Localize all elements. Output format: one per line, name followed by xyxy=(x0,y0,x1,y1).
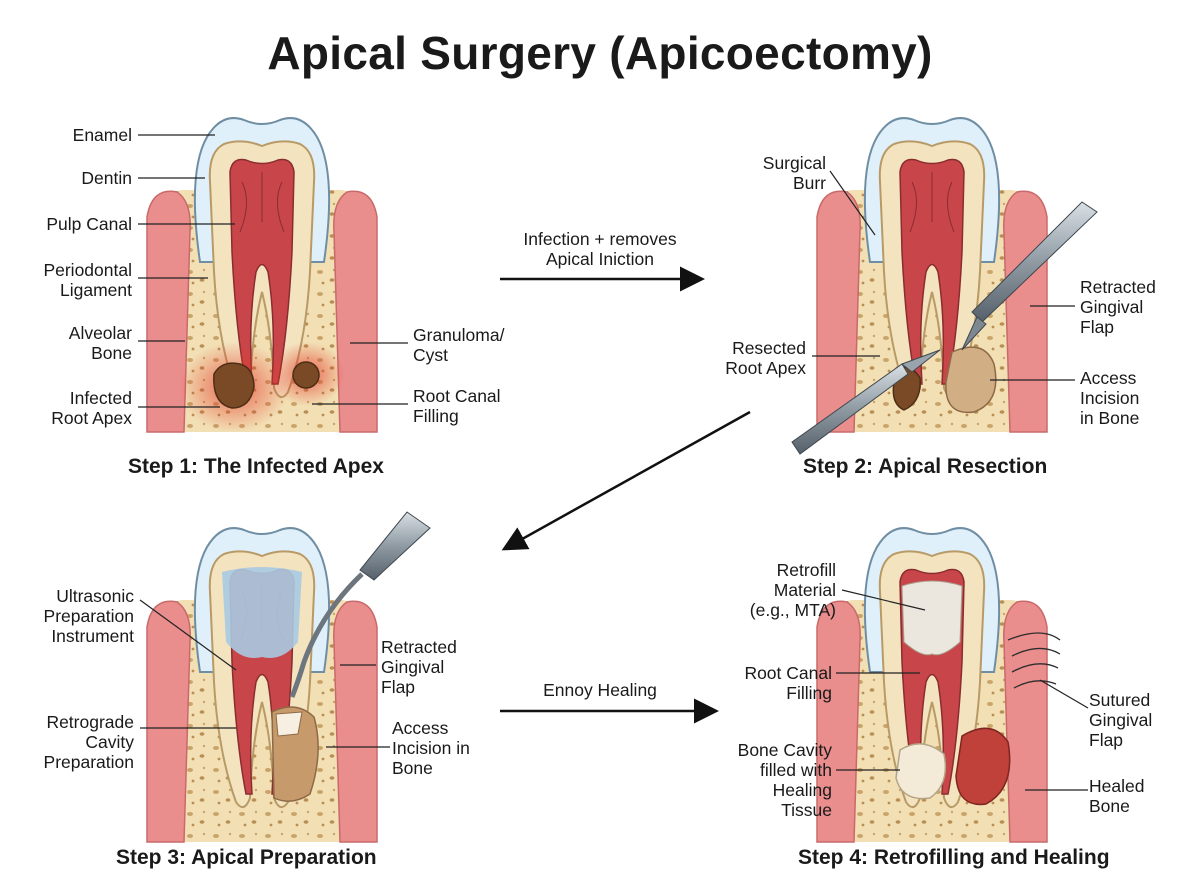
panel-2-leaders xyxy=(812,170,1075,381)
label-surgical-burr: Surgical Burr xyxy=(762,153,826,193)
label-root-canal-filling: Root Canal Filling xyxy=(413,386,501,426)
flow-text-2: Ennoy Healing xyxy=(543,680,657,700)
label-enamel: Enamel xyxy=(72,125,132,145)
label-access-incision-2: Access Incision in Bone xyxy=(1080,368,1140,428)
label-alveolar-bone: Alveolar Bone xyxy=(68,323,132,363)
label-granuloma-cyst: Granuloma/ Cyst xyxy=(413,325,505,365)
label-retrofill-material: Retrofill Material (e.g., MTA) xyxy=(749,560,836,620)
label-periodontal-ligament: Periodontal Ligament xyxy=(43,260,132,300)
label-ultrasonic-instrument: Ultrasonic Preparation Instrument xyxy=(43,586,134,646)
label-bone-cavity-healing: Bone Cavity filled with Healing Tissue xyxy=(737,740,832,820)
panel-1-tooth xyxy=(146,117,378,433)
panel-4-leaders xyxy=(836,589,1089,791)
label-pulp-canal: Pulp Canal xyxy=(46,214,132,234)
label-root-canal-filling-4: Root Canal Filling xyxy=(744,663,832,703)
step-3-caption: Step 3: Apical Preparation xyxy=(116,846,377,869)
flow-text-1: Infection + removes Apical Iniction xyxy=(523,229,677,269)
flow-arrow-2 xyxy=(501,410,751,551)
label-access-incision-3: Access Incision in Bone xyxy=(392,718,470,778)
page-title: Apical Surgery (Apicoectomy) xyxy=(267,27,933,79)
panel-3-leaders xyxy=(139,599,390,748)
panel-1-leaders xyxy=(138,134,408,408)
panel-3-tooth xyxy=(146,511,431,843)
label-resected-root-apex: Resected Root Apex xyxy=(725,338,806,378)
step-2-caption: Step 2: Apical Resection xyxy=(803,455,1048,478)
label-retracted-gingival-flap-2: Retracted Gingival Flap xyxy=(1080,277,1156,337)
step-1-caption: Step 1: The Infected Apex xyxy=(128,455,384,478)
label-healed-bone: Healed Bone xyxy=(1089,776,1145,816)
label-sutured-gingival-flap: Sutured Gingival Flap xyxy=(1089,690,1153,750)
panel-2-tooth xyxy=(791,117,1098,455)
panel-4-tooth xyxy=(816,527,1061,843)
label-dentin: Dentin xyxy=(81,168,132,188)
label-retrograde-cavity: Retrograde Cavity Preparation xyxy=(43,712,134,772)
label-retracted-gingival-flap-3: Retracted Gingival Flap xyxy=(381,637,457,697)
label-infected-root-apex: Infected Root Apex xyxy=(51,388,132,428)
step-4-caption: Step 4: Retrofilling and Healing xyxy=(798,846,1110,869)
